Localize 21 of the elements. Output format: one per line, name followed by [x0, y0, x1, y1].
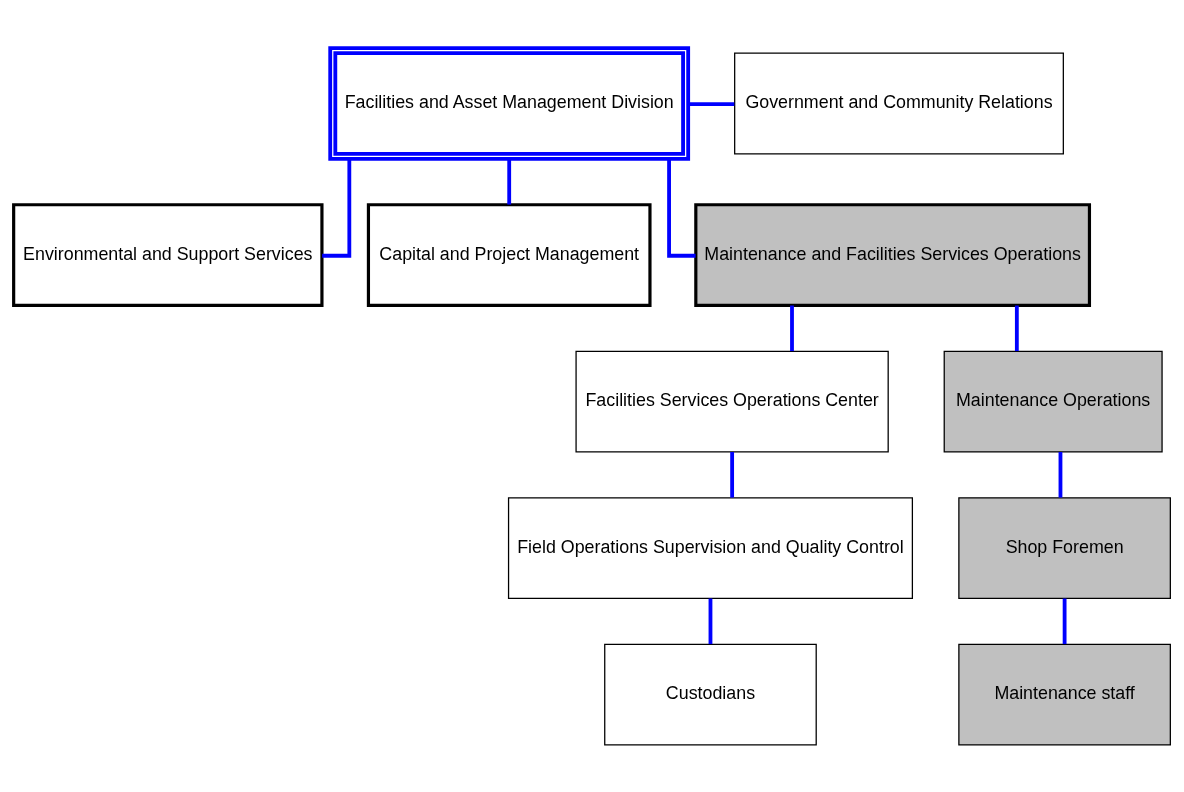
- node-box: Facilities Services Operations Center: [575, 350, 889, 453]
- node-box: Field Operations Supervision and Quality Control: [507, 496, 913, 599]
- node-box: Environmental and Support Services: [12, 202, 324, 307]
- node-box: Maintenance staff: [958, 643, 1171, 746]
- node-box: Maintenance Operations: [943, 350, 1163, 453]
- connector: [322, 158, 352, 258]
- connector: [688, 101, 735, 106]
- connector: [507, 158, 512, 205]
- connector: [1058, 451, 1063, 498]
- node-box: Maintenance and Facilities Services Operations: [694, 202, 1092, 307]
- connector: [708, 598, 713, 644]
- node-box: Capital and Project Management: [366, 202, 652, 307]
- connector: [790, 305, 794, 351]
- node-box: Facilities and Asset Management Division: [328, 45, 691, 161]
- connector: [730, 451, 735, 498]
- node-box: Government and Community Relations: [734, 52, 1064, 154]
- node-box: Custodians: [604, 643, 817, 746]
- connector: [667, 158, 696, 258]
- node-box: Shop Foremen: [958, 496, 1171, 599]
- connector: [1014, 305, 1019, 351]
- connector: [1062, 598, 1067, 644]
